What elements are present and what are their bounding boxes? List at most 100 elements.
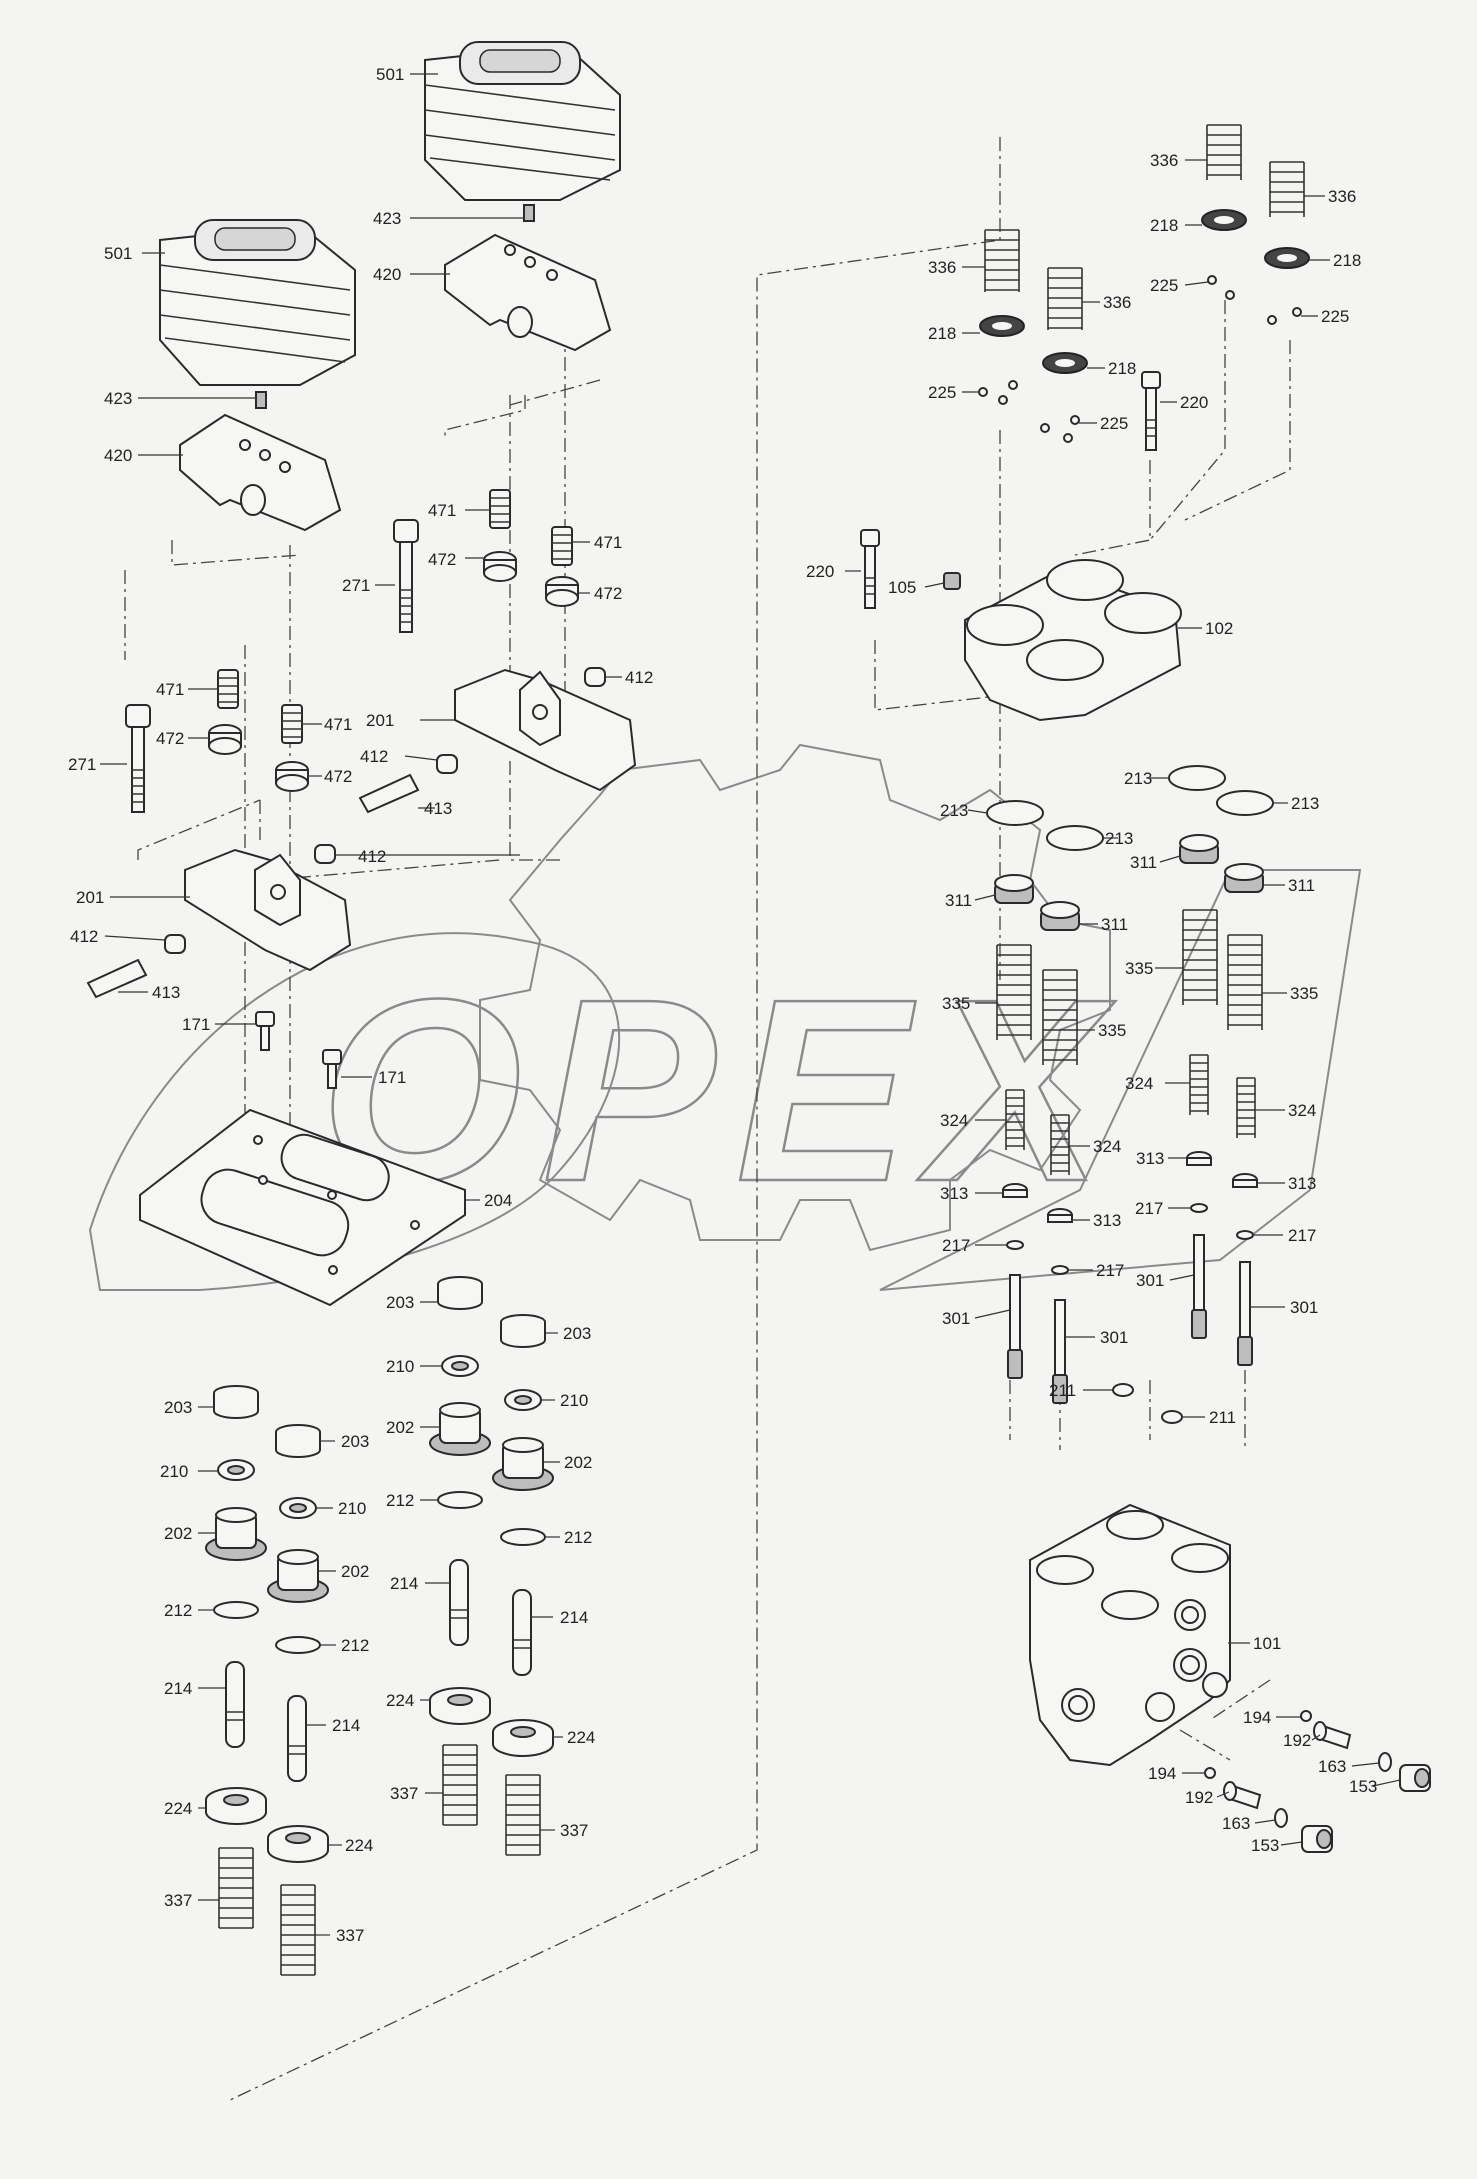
right-pilot-valve-assembly [860, 124, 1431, 1853]
callout-224: 224 [386, 1691, 414, 1710]
callout-163: 163 [1318, 1757, 1346, 1776]
ball-194 [1204, 1767, 1216, 1779]
callout-301: 301 [1100, 1328, 1128, 1347]
watermark-swoosh-right [879, 869, 1362, 1291]
callout-214: 214 [332, 1716, 360, 1735]
callout-204: 204 [484, 1191, 512, 1210]
callout-412: 412 [625, 668, 653, 687]
push-rod [512, 1589, 532, 1676]
small-plug [943, 572, 961, 590]
cap-bolt [860, 529, 880, 609]
spring-seat [429, 1687, 491, 1725]
spring-seat [267, 1825, 329, 1863]
callout-218: 218 [1108, 359, 1136, 378]
cap-bolt [1141, 371, 1161, 451]
spool [1007, 1274, 1023, 1379]
callout-336: 336 [1103, 293, 1131, 312]
lock-nut [208, 724, 242, 755]
callout-412: 412 [358, 847, 386, 866]
o-ring [213, 1601, 259, 1619]
callout-153: 153 [1349, 1777, 1377, 1796]
secondary-spring [1189, 1054, 1209, 1115]
o-ring [1046, 825, 1104, 851]
spring [984, 229, 1020, 292]
callout-324: 324 [1093, 1137, 1121, 1156]
spring-guide [1224, 863, 1264, 893]
adjust-screw [489, 489, 511, 529]
lower-casing [1029, 1503, 1231, 1767]
callout-412: 412 [360, 747, 388, 766]
callout-171: 171 [378, 1068, 406, 1087]
adapter-192 [1223, 1781, 1262, 1810]
spool [1052, 1299, 1068, 1404]
callout-217: 217 [1096, 1261, 1124, 1280]
callout-413: 413 [152, 983, 180, 1002]
callout-337: 337 [336, 1926, 364, 1945]
callout-220: 220 [806, 562, 834, 581]
spring-guide [1179, 834, 1219, 864]
callout-501: 501 [104, 244, 132, 263]
callout-471: 471 [594, 533, 622, 552]
callout-203: 203 [563, 1324, 591, 1343]
callout-171: 171 [182, 1015, 210, 1034]
callout-217: 217 [1288, 1226, 1316, 1245]
plug [492, 1437, 554, 1491]
callout-225: 225 [1150, 276, 1178, 295]
o-ring-163 [1274, 1808, 1288, 1828]
callout-203: 203 [386, 1293, 414, 1312]
lock-nut [545, 576, 579, 607]
callout-224: 224 [567, 1728, 595, 1747]
callout-213: 213 [1124, 769, 1152, 788]
o-ring-small [1161, 1410, 1183, 1424]
cam-plate [454, 668, 637, 792]
seal-ring [213, 1385, 259, 1419]
balance-spring [1042, 969, 1078, 1065]
return-spring [218, 1847, 254, 1929]
callout-271: 271 [68, 755, 96, 774]
callout-471: 471 [324, 715, 352, 734]
spool [1237, 1261, 1253, 1366]
callout-210: 210 [338, 1499, 366, 1518]
o-ring [500, 1528, 546, 1546]
bushing [584, 667, 606, 687]
callout-313: 313 [1288, 1174, 1316, 1193]
callout-214: 214 [560, 1608, 588, 1627]
lock-nut [483, 551, 517, 582]
balance-spring [1227, 934, 1263, 1030]
callout-335: 335 [1125, 959, 1153, 978]
callout-337: 337 [560, 1821, 588, 1840]
spring [1206, 124, 1242, 180]
set-screw [255, 391, 267, 409]
callout-203: 203 [164, 1398, 192, 1417]
callout-217: 217 [942, 1236, 970, 1255]
plug [429, 1402, 491, 1456]
spool [1191, 1234, 1207, 1339]
callout-336: 336 [928, 258, 956, 277]
bushing [164, 934, 186, 954]
callout-301: 301 [1290, 1298, 1318, 1317]
callout-102: 102 [1205, 619, 1233, 638]
rubber-boot [424, 41, 621, 201]
callout-225: 225 [1100, 414, 1128, 433]
cap-bolt [393, 519, 419, 633]
spring-seat [205, 1787, 267, 1825]
callout-210: 210 [560, 1391, 588, 1410]
shim [1190, 1203, 1208, 1213]
callout-202: 202 [564, 1453, 592, 1472]
base-plate [139, 1108, 466, 1307]
callout-301: 301 [1136, 1271, 1164, 1290]
spring-seat-small [1186, 1151, 1212, 1166]
washer [504, 1389, 542, 1411]
callout-163: 163 [1222, 1814, 1250, 1833]
callout-472: 472 [324, 767, 352, 786]
callout-212: 212 [164, 1601, 192, 1620]
callout-220: 220 [1180, 393, 1208, 412]
socket-screw [322, 1049, 342, 1089]
spring [1047, 267, 1083, 330]
callout-423: 423 [104, 389, 132, 408]
callout-217: 217 [1135, 1199, 1163, 1218]
callout-335: 335 [1098, 1021, 1126, 1040]
callout-213: 213 [940, 801, 968, 820]
callout-212: 212 [341, 1636, 369, 1655]
